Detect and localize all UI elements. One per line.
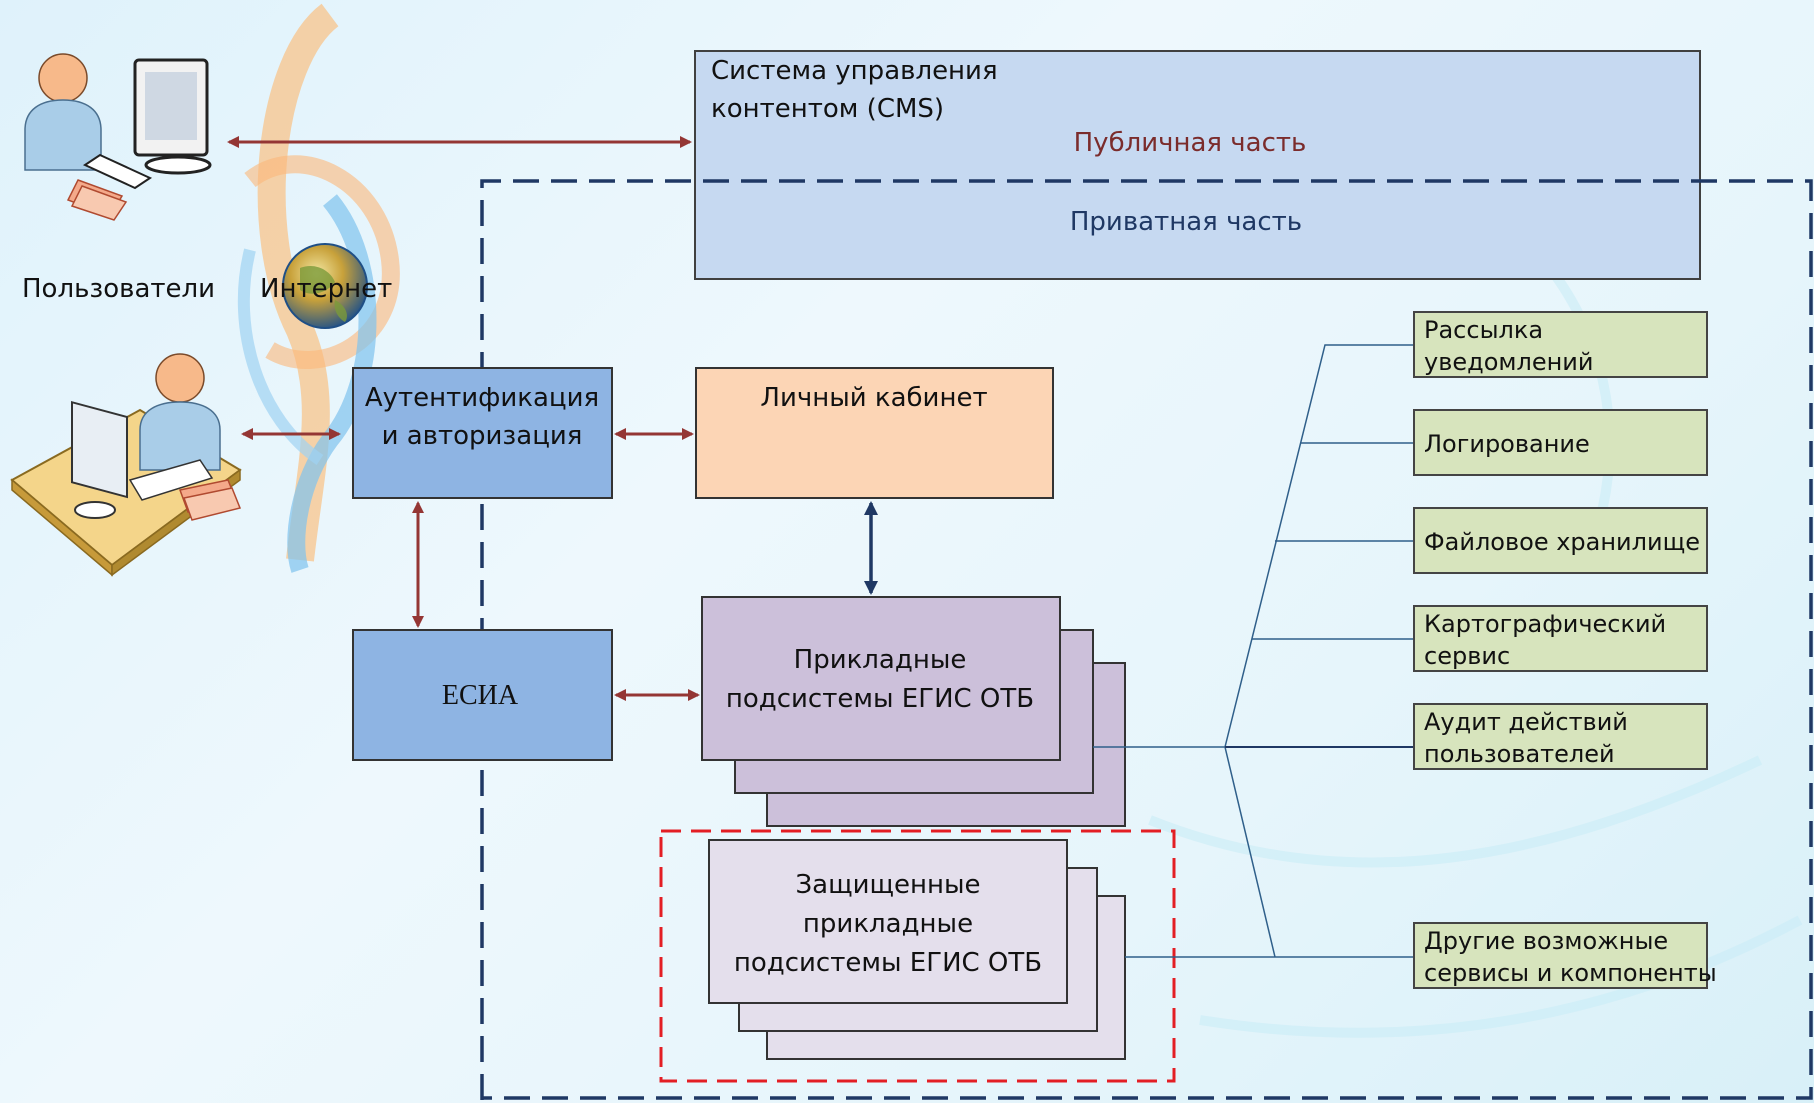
protected-line2: прикладные	[803, 909, 973, 939]
connectors	[227, 136, 878, 701]
cabinet-label: Личный кабинет	[760, 383, 987, 413]
service-user-audit: Аудит действий пользователей	[1413, 703, 1708, 770]
service-cartography: Картографический сервис	[1413, 605, 1708, 672]
applied-line2: подсистемы ЕГИС ОТБ	[726, 684, 1034, 714]
service-notifications: Рассылка уведомлений	[1413, 311, 1708, 378]
protected-subsystems-stack: Защищенные прикладные подсистемы ЕГИС ОТ…	[708, 839, 1126, 1060]
service-line2: сервисы и компоненты	[1424, 959, 1717, 987]
cms-title-line1: Система управления	[711, 56, 998, 86]
service-tree	[1093, 344, 1414, 958]
cms-title-line2: контентом (CMS)	[711, 94, 944, 124]
service-line1: Рассылка	[1424, 316, 1543, 344]
service-other: Другие возможные сервисы и компоненты	[1413, 922, 1717, 989]
service-logging: Логирование	[1413, 409, 1708, 476]
service-line2: уведомлений	[1424, 348, 1594, 376]
user-desk-icon	[10, 353, 242, 577]
protected-zone-boundary	[659, 829, 1176, 1083]
service-line1: Файловое хранилище	[1424, 528, 1700, 556]
service-line1: Картографический	[1424, 610, 1666, 638]
cms-public-part: Публичная часть	[1074, 128, 1307, 158]
auth-box: Аутентификация и авторизация	[352, 367, 613, 499]
auth-line1: Аутентификация	[365, 383, 599, 413]
applied-line1: Прикладные	[794, 645, 967, 675]
service-file-storage: Файловое хранилище	[1413, 507, 1708, 574]
cabinet-box: Личный кабинет	[695, 367, 1054, 499]
user-computer-icon	[24, 53, 212, 221]
service-line1: Другие возможные	[1424, 927, 1668, 955]
cms-box: Система управления контентом (CMS) Публи…	[694, 50, 1701, 280]
services-list: Рассылка уведомлений Логирование Файлово…	[1413, 311, 1717, 989]
users-label: Пользователи	[22, 274, 215, 304]
service-line2: сервис	[1424, 642, 1510, 670]
service-line1: Логирование	[1424, 430, 1590, 458]
protected-line3: подсистемы ЕГИС ОТБ	[734, 948, 1042, 978]
service-line1: Аудит действий	[1424, 708, 1628, 736]
service-line2: пользователей	[1424, 740, 1615, 768]
esia-box: ЕСИА	[352, 629, 613, 761]
esia-label: ЕСИА	[442, 680, 519, 711]
internet-label: Интернет	[260, 274, 392, 304]
internet-icon	[237, 3, 400, 573]
applied-subsystems-stack: Прикладные подсистемы ЕГИС ОТБ	[701, 596, 1126, 827]
protected-line1: Защищенные	[796, 870, 981, 900]
auth-line2: и авторизация	[382, 421, 583, 451]
cms-private-part: Приватная часть	[1070, 207, 1302, 237]
